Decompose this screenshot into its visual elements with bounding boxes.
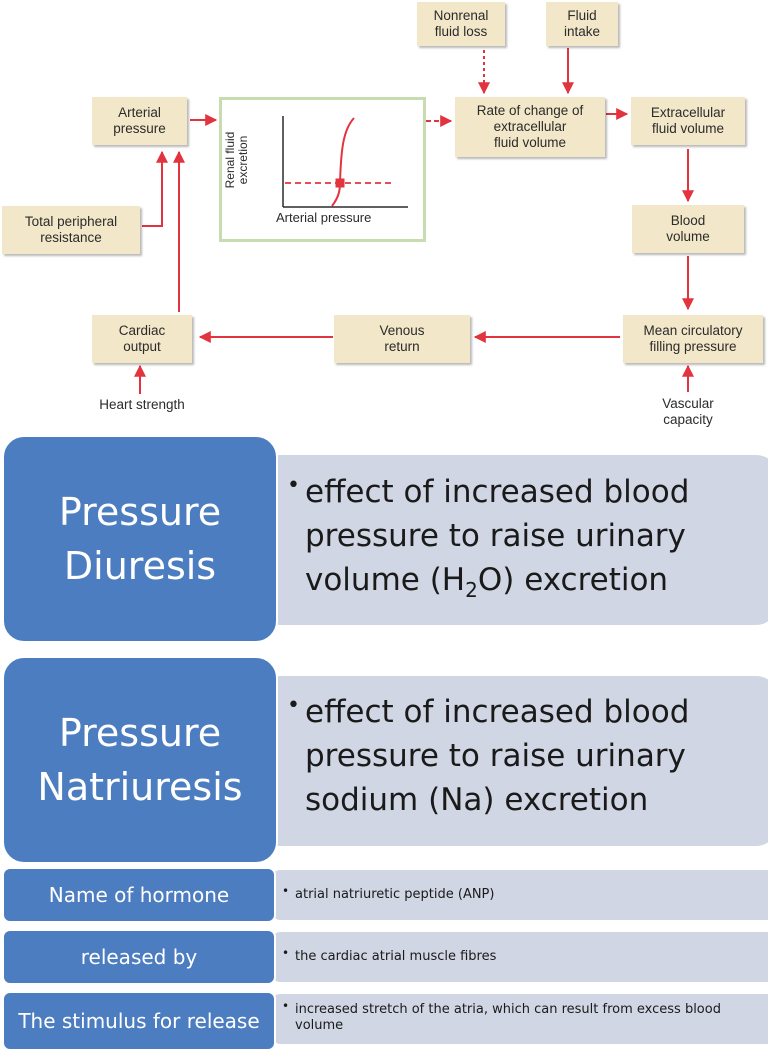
node-blood-volume: Blood volume <box>632 205 744 253</box>
renal-function-curve <box>282 116 408 208</box>
bullet-icon: • <box>287 473 300 498</box>
node-rate-of-change: Rate of change of extracellular fluid vo… <box>455 97 605 157</box>
row-stimulus-text: • increased stretch of the atria, which c… <box>282 999 745 1034</box>
graph-x-label: Arterial pressure <box>276 210 372 225</box>
row-hormone-label: Name of hormone <box>2 867 276 923</box>
graph-curve <box>331 117 355 207</box>
panel-pressure-natriuresis-text: •effect of increased blood pressure to r… <box>287 690 745 822</box>
row-stimulus-label: The stimulus for release <box>2 991 276 1051</box>
panel-pressure-natriuresis-bg <box>258 676 768 846</box>
node-arterial-pressure: Arterial pressure <box>92 97 187 145</box>
bullet-icon: • <box>282 946 290 960</box>
label-vascular-capacity: Vascular capacity <box>662 396 714 427</box>
graph-y-label: Renal fluid excretion <box>223 131 250 189</box>
row-hormone-text: • atrial natriuretic peptide (ANP) <box>282 884 745 903</box>
panel-pressure-diuresis-title: Pressure Diuresis <box>2 435 278 643</box>
row-stimulus-value: increased stretch of the atria, which ca… <box>295 1002 721 1033</box>
definition-text: effect of increased blood pressure to ra… <box>305 694 690 818</box>
row-released-text: • the cardiac atrial muscle fibres <box>282 946 745 965</box>
bullet-icon: • <box>282 884 290 898</box>
label-heart-strength: Heart strength <box>99 397 185 412</box>
row-released-bg <box>272 932 768 982</box>
panel-pressure-diuresis-bg <box>258 455 768 625</box>
row-hormone-value: atrial natriuretic peptide (ANP) <box>295 887 495 902</box>
definition-text: effect of increased blood pressure to ra… <box>305 474 690 598</box>
definition-text-end: O) excretion <box>477 562 669 598</box>
node-venous-return: Venous return <box>334 315 470 363</box>
subscript-2: 2 <box>465 578 478 603</box>
row-released-label: released by <box>2 929 276 985</box>
node-extracellular-fluid-volume: Extracellular fluid volume <box>631 97 745 145</box>
node-fluid-intake: Fluid intake <box>546 2 618 46</box>
node-nonrenal-fluid-loss: Nonrenal fluid loss <box>417 2 505 46</box>
node-total-peripheral-resistance: Total peripheral resistance <box>2 206 140 254</box>
arrow-tpr-to-arterial <box>142 150 168 227</box>
node-mean-circulatory-filling-pressure: Mean circulatory filling pressure <box>623 315 763 363</box>
bullet-icon: • <box>282 999 290 1013</box>
graph-equilibrium-point <box>335 178 345 188</box>
renal-function-graph <box>219 97 426 242</box>
node-cardiac-output: Cardiac output <box>92 315 192 363</box>
bullet-icon: • <box>287 693 300 718</box>
panel-pressure-natriuresis-title: Pressure Natriuresis <box>2 656 278 864</box>
row-hormone-bg <box>272 870 768 920</box>
panel-pressure-diuresis-text: •effect of increased blood pressure to r… <box>287 470 745 612</box>
diagram-arrows <box>134 48 694 394</box>
row-released-value: the cardiac atrial muscle fibres <box>295 949 497 964</box>
